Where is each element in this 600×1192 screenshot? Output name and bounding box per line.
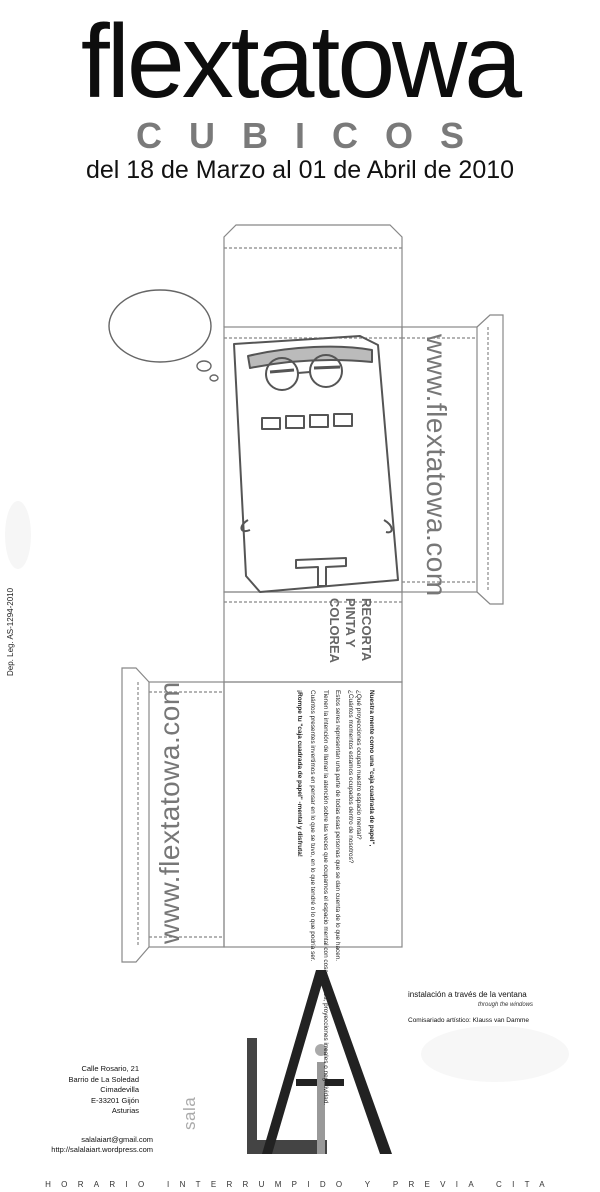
top-flap (223, 224, 403, 327)
installation-label-en: through the windows (478, 1002, 534, 1008)
right-face (401, 326, 478, 593)
box-creature-illustration (233, 335, 399, 593)
recorta-line: PINTA Y (343, 598, 358, 648)
lower-face (223, 591, 403, 683)
address-line: E-33201 Gijón (91, 1095, 139, 1105)
poster-title: flextatowa (80, 4, 522, 120)
website-url-bottom: www.flextatowa.com (154, 681, 185, 944)
description-line: ¿Cuántos momentos estamos ocupados dentr… (346, 690, 354, 864)
venue-address: Calle Rosario, 21 Barrio de La Soledad C… (69, 1064, 139, 1117)
website-url-top: www.flextatowa.com (421, 334, 452, 597)
description-line: ¡Rompe tu "caja cuadrada de papel" -ment… (296, 690, 304, 857)
address-line: Calle Rosario, 21 (81, 1064, 139, 1073)
description-line: Cuántos presentes invertimos en pensar e… (309, 690, 317, 962)
lai-logo (247, 970, 392, 1154)
recorta-line: COLOREA (327, 598, 342, 663)
venue-contact: salalaiart@gmail.com http://salalaiart.w… (51, 1135, 153, 1155)
description-line: Tienen la intención de llamar la atenció… (321, 690, 329, 1106)
recorta-pinta-colorea: RECORTA PINTA Y COLOREA (326, 598, 374, 663)
website-link[interactable]: http://salalaiart.wordpress.com (51, 1145, 153, 1154)
recorta-line: RECORTA (359, 598, 374, 662)
address-line: Asturias (111, 1106, 139, 1115)
logo-sala-text: sala (180, 1096, 199, 1130)
installation-label: instalación a través de la ventana (408, 990, 527, 999)
opening-hours: HORARIO INTERRUMPIDO Y PREVIA CITA (45, 1180, 555, 1189)
email-link[interactable]: salalaiart@gmail.com (81, 1135, 153, 1144)
box-description: Nuestra mente como una "caja cuadrada de… (291, 690, 375, 1106)
address-line: Barrio de La Soledad (68, 1074, 139, 1084)
curator-credit: Comisariado artístico: Klauss van Damme (408, 1017, 530, 1024)
left-flap (121, 667, 150, 963)
description-line: ¿Qué proyecciones ocupan nuestro espacio… (355, 690, 363, 840)
poster-subtitle: CUBICOS (135, 115, 491, 156)
left-face (148, 681, 225, 948)
address-line: Cimadevilla (100, 1085, 139, 1094)
description-line: Nuestra mente como una "caja cuadrada de… (368, 690, 375, 847)
right-flap (476, 314, 504, 605)
exhibition-dates: del 18 de Marzo al 01 de Abril de 2010 (85, 156, 515, 184)
thought-bubble (108, 289, 219, 382)
description-line: Estos seres representan una parte de tod… (334, 690, 342, 962)
